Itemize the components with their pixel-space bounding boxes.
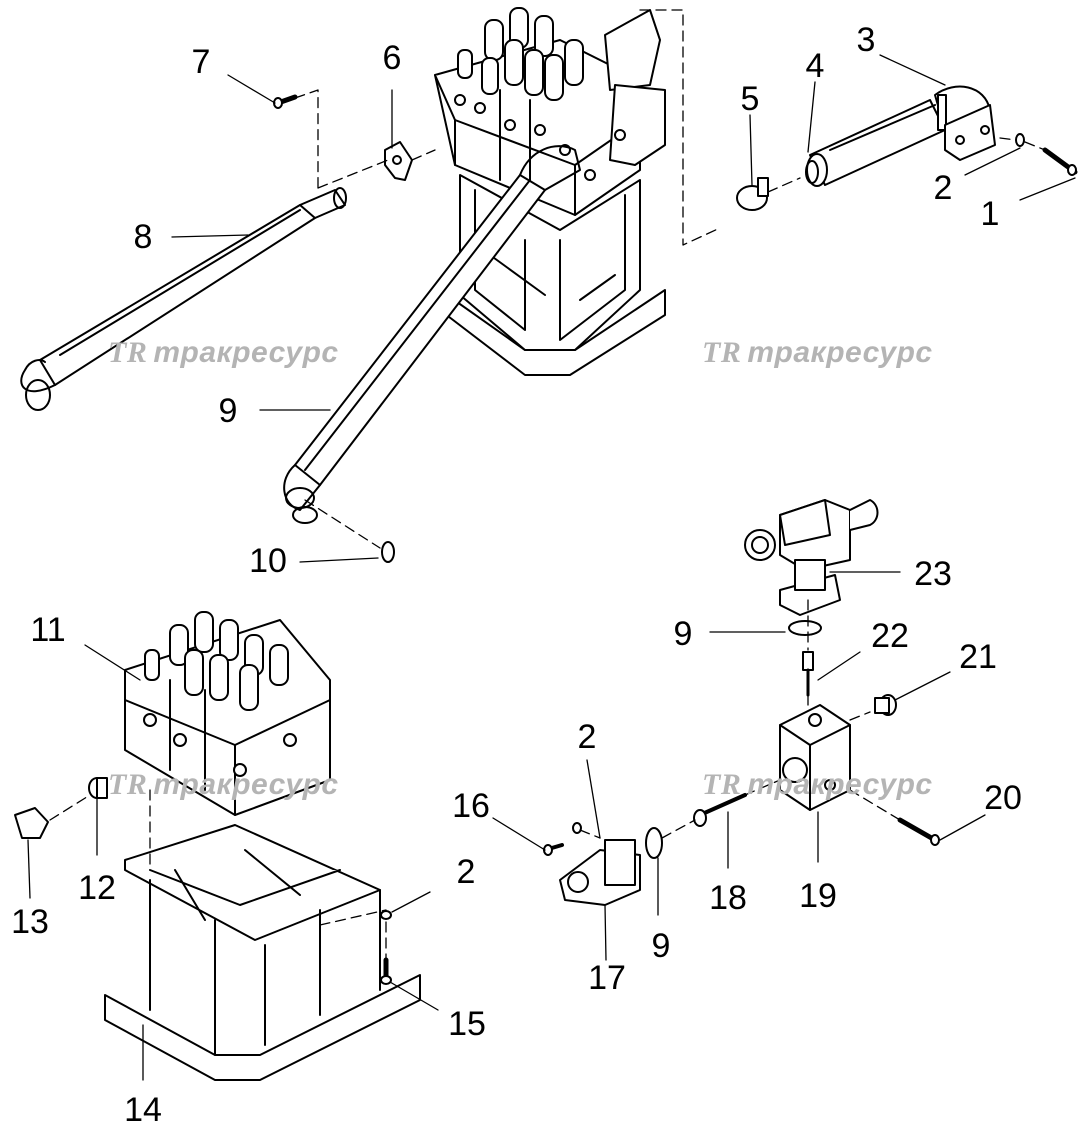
callout-7: 7 (191, 43, 211, 81)
callout-15: 15 (448, 1005, 486, 1043)
callout-2-lower: 2 (456, 853, 476, 891)
callout-2: 2 (933, 169, 953, 207)
watermark-text: тракресурс (153, 768, 339, 801)
flange-17 (559, 839, 641, 906)
callout-20: 20 (984, 779, 1022, 817)
bolt-7 (273, 94, 298, 109)
lower-control-valve-11 (124, 611, 331, 816)
assembly-lines-lower-right (579, 599, 901, 839)
washer-2-top (1015, 133, 1025, 147)
watermark-logo: TR (108, 336, 148, 369)
bolt-20 (897, 817, 940, 846)
upper-control-valve (434, 7, 666, 216)
callout-16: 16 (452, 787, 490, 825)
leader-lines (27, 54, 1076, 1081)
hose-8 (20, 187, 347, 411)
callout-5: 5 (740, 80, 760, 118)
callout-9-right: 9 (673, 615, 693, 653)
callout-18: 18 (709, 879, 747, 917)
assembly-lines-lower-left (49, 789, 387, 959)
watermark-text: тракресурс (747, 336, 933, 369)
watermark-logo: TR (702, 336, 742, 369)
washer-2-lower (380, 910, 392, 920)
callout-6: 6 (382, 39, 402, 77)
callout-8: 8 (133, 218, 153, 256)
callout-9-lower: 9 (651, 927, 671, 965)
elbow-13 (14, 807, 49, 839)
callout-4: 4 (805, 47, 825, 85)
callout-23: 23 (914, 555, 952, 593)
elbow-3 (934, 85, 996, 161)
split-flange-6 (384, 141, 413, 181)
watermark-logo: TR (108, 768, 148, 801)
fitting-21 (874, 694, 897, 716)
callout-21: 21 (959, 638, 997, 676)
callout-22: 22 (871, 617, 909, 655)
callout-19: 19 (799, 877, 837, 915)
fitting-12 (88, 777, 108, 799)
callout-12: 12 (78, 869, 116, 907)
callout-3: 3 (856, 21, 876, 59)
check-valve-22 (802, 651, 814, 697)
bolt-1 (1042, 147, 1078, 176)
o-ring-9-right (788, 620, 822, 636)
valve-block-19 (779, 704, 851, 811)
watermark-text: тракресурс (747, 768, 933, 801)
clamp-5 (736, 177, 769, 211)
bolt-16 (543, 843, 564, 856)
watermark-text: тракресурс (153, 336, 339, 369)
bolt-18 (693, 793, 747, 827)
callout-13: 13 (11, 903, 49, 941)
hose-4 (805, 99, 946, 187)
callout-1: 1 (980, 195, 1000, 233)
callout-11: 11 (30, 611, 66, 649)
elbow-block-23 (744, 499, 879, 616)
o-ring-10 (381, 541, 395, 563)
callout-2-right: 2 (577, 718, 597, 756)
bolt-15 (380, 957, 392, 985)
o-ring-9-lower (645, 827, 663, 859)
assembly-lines-upper (294, 9, 1046, 549)
hose-9-upper (283, 145, 581, 524)
callout-17: 17 (588, 959, 626, 997)
watermark-logo: TR (702, 768, 742, 801)
stand-14 (104, 824, 421, 1081)
callout-14: 14 (124, 1091, 162, 1129)
callout-10: 10 (249, 542, 287, 580)
callout-9: 9 (218, 392, 238, 430)
washer-2-right (572, 822, 582, 834)
